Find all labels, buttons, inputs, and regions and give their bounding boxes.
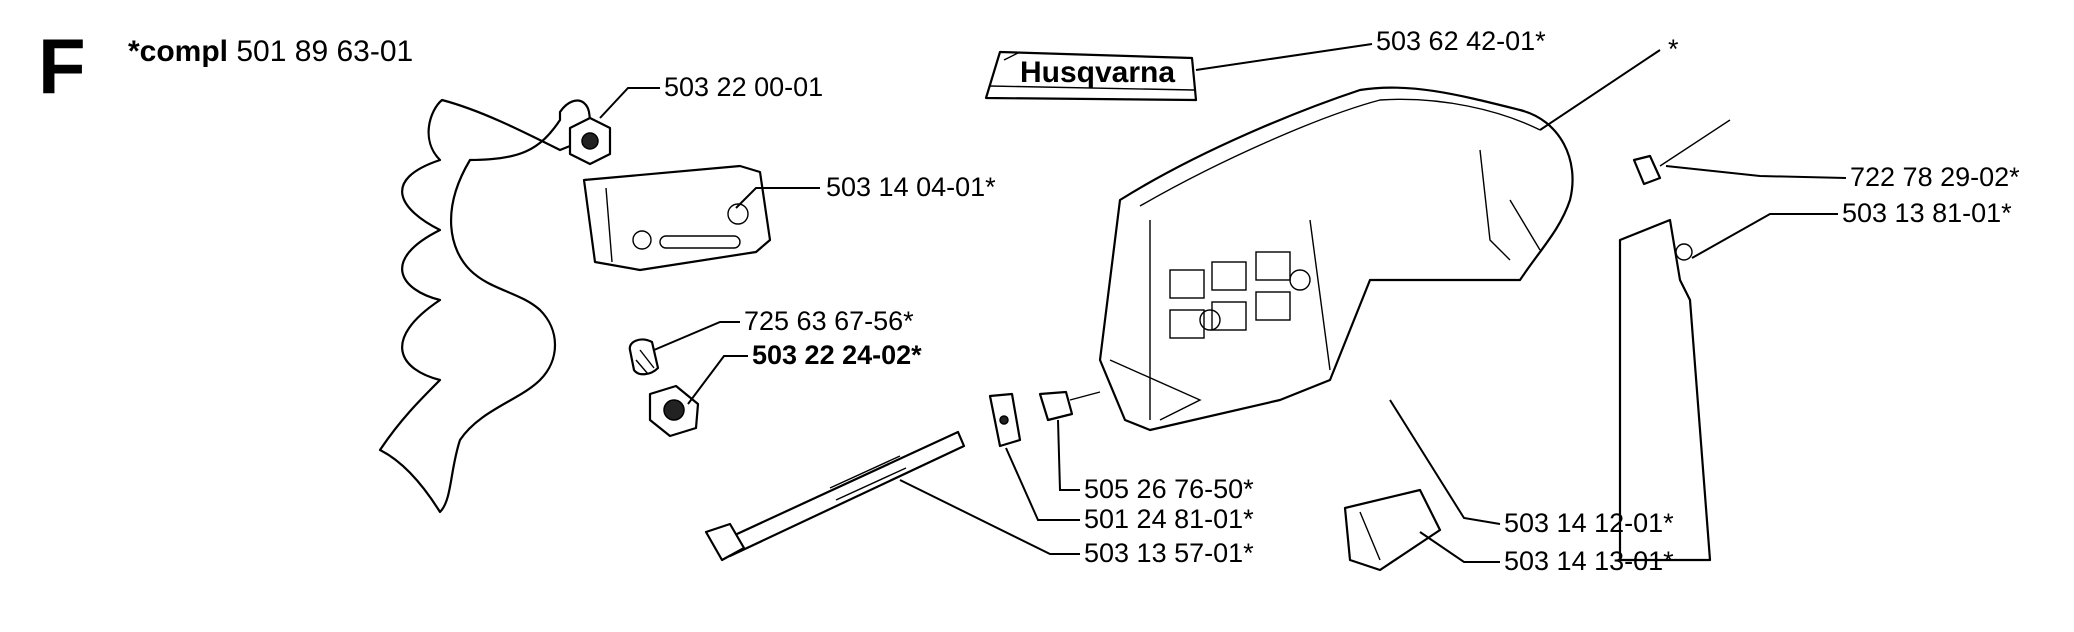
chain-guard bbox=[1098, 86, 1574, 432]
part-label: * bbox=[1668, 34, 1679, 64]
cover-plate bbox=[1618, 218, 1712, 562]
complete-assembly-label: *compl 501 89 63-01 bbox=[128, 36, 413, 68]
section-letter: F bbox=[38, 22, 86, 110]
part-label: 503 13 81-01* bbox=[1842, 198, 2012, 228]
washer-plate bbox=[988, 392, 1022, 448]
husqvarna-logo: Husqvarna bbox=[1020, 56, 1175, 89]
wedge-block bbox=[1343, 488, 1442, 572]
part-label: 722 78 29-02* bbox=[1850, 162, 2020, 192]
part-label: 501 24 81-01* bbox=[1084, 504, 1254, 534]
adjuster-screw bbox=[704, 430, 966, 562]
screw-725-63-67-56 bbox=[628, 338, 660, 376]
compl-number: 501 89 63-01 bbox=[236, 35, 414, 68]
spring-pin bbox=[1632, 119, 1731, 186]
part-label: 503 22 00-01 bbox=[664, 72, 824, 102]
compl-prefix: *compl bbox=[128, 35, 229, 68]
part-label: 503 13 57-01* bbox=[1084, 538, 1254, 568]
nut-503-22-24-02 bbox=[648, 384, 700, 438]
leader-lines bbox=[599, 43, 1847, 563]
adjuster-pin bbox=[1038, 390, 1101, 422]
part-label: 503 22 24-02* bbox=[752, 340, 922, 370]
part-label: 503 62 42-01* bbox=[1376, 26, 1546, 56]
part-label: 503 14 04-01* bbox=[826, 172, 996, 202]
part-label: 505 26 76-50* bbox=[1084, 474, 1254, 504]
part-label: 503 14 13-01* bbox=[1504, 546, 1674, 576]
husqvarna-decal: Husqvarna bbox=[984, 50, 1198, 102]
part-label: 503 14 12-01* bbox=[1504, 508, 1674, 538]
bumper-spike-plate bbox=[378, 98, 591, 514]
bracket-plate bbox=[582, 164, 772, 272]
part-label: 725 63 67-56* bbox=[744, 306, 914, 336]
nut-503-22-00-01 bbox=[568, 116, 612, 166]
